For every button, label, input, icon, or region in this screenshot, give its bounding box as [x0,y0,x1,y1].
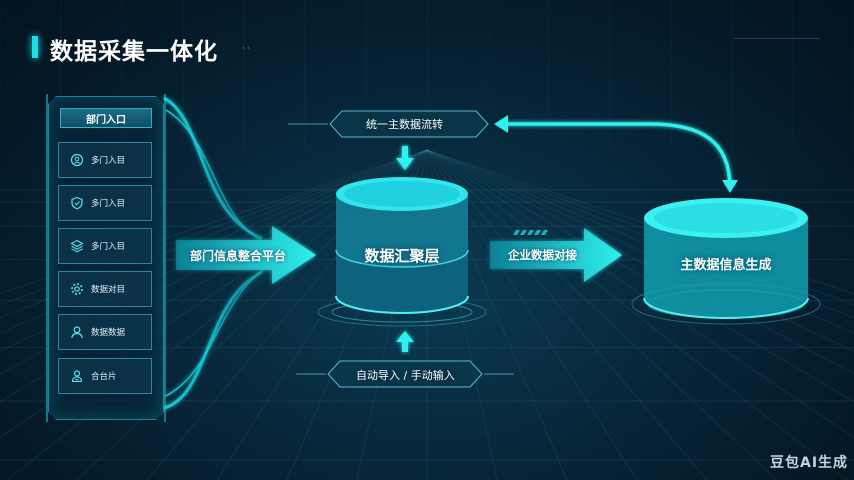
shield-check-icon [71,196,83,210]
center-cylinder-label: 数据汇聚层 [364,247,440,265]
top-badge-outline [329,110,489,138]
loop-connector [505,122,732,189]
right-arrow-label: 企业数据对接 [508,248,577,262]
entry-item-4[interactable]: 数据对目 [58,271,152,307]
top-badge-label: 统一主数据流转 [366,118,443,131]
title-decoration: ·· [242,44,252,54]
up-arrow [396,331,414,352]
gear-user-icon [70,153,84,167]
bottom-badge-label: 自动导入 / 手动输入 [356,369,455,382]
loop-arrowhead-down [722,180,738,193]
entry-label: 多门入目 [91,199,126,209]
entry-label: 合台片 [91,372,117,382]
cog-icon [71,283,83,295]
bottom-badge-outline [327,360,483,388]
entry-label: 多门入目 [91,156,126,166]
stream-curve-4 [165,267,267,397]
user-icon [71,326,83,339]
stream-curve-1 [163,96,263,240]
title-accent-bar [32,36,38,58]
entry-label: 多门入目 [91,242,126,252]
entry-label: 数据对目 [91,285,126,295]
integration-arrow [176,226,316,284]
page-title: 数据采集一体化 [50,39,218,65]
user-card-icon [71,370,83,383]
entry-item-6[interactable]: 合台片 [58,358,152,394]
center-cylinder [317,177,487,327]
header-decoration-line [734,38,820,42]
right-cylinder [631,198,821,325]
watermark: 豆包AI生成 [770,455,849,471]
stream-curve-2 [165,109,266,243]
right-arrow-hatch [513,230,548,235]
entry-item-1[interactable]: 多门入目 [58,142,152,178]
entry-item-5[interactable]: 数据数据 [58,314,152,350]
loop-arrowhead-left [494,115,508,133]
right-cylinder-label: 主数据信息生成 [680,258,772,273]
entry-item-3[interactable]: 多门入目 [58,228,152,264]
entry-item-2[interactable]: 多门入目 [58,185,152,221]
integration-arrow-label: 部门信息整合平台 [190,249,287,263]
entry-label: 数据数据 [91,328,126,338]
down-arrow [396,146,414,170]
layers-icon [70,239,84,253]
right-arrow [490,228,622,282]
stream-curve-3 [163,270,263,410]
panel-header: 部门入口 [60,108,152,128]
